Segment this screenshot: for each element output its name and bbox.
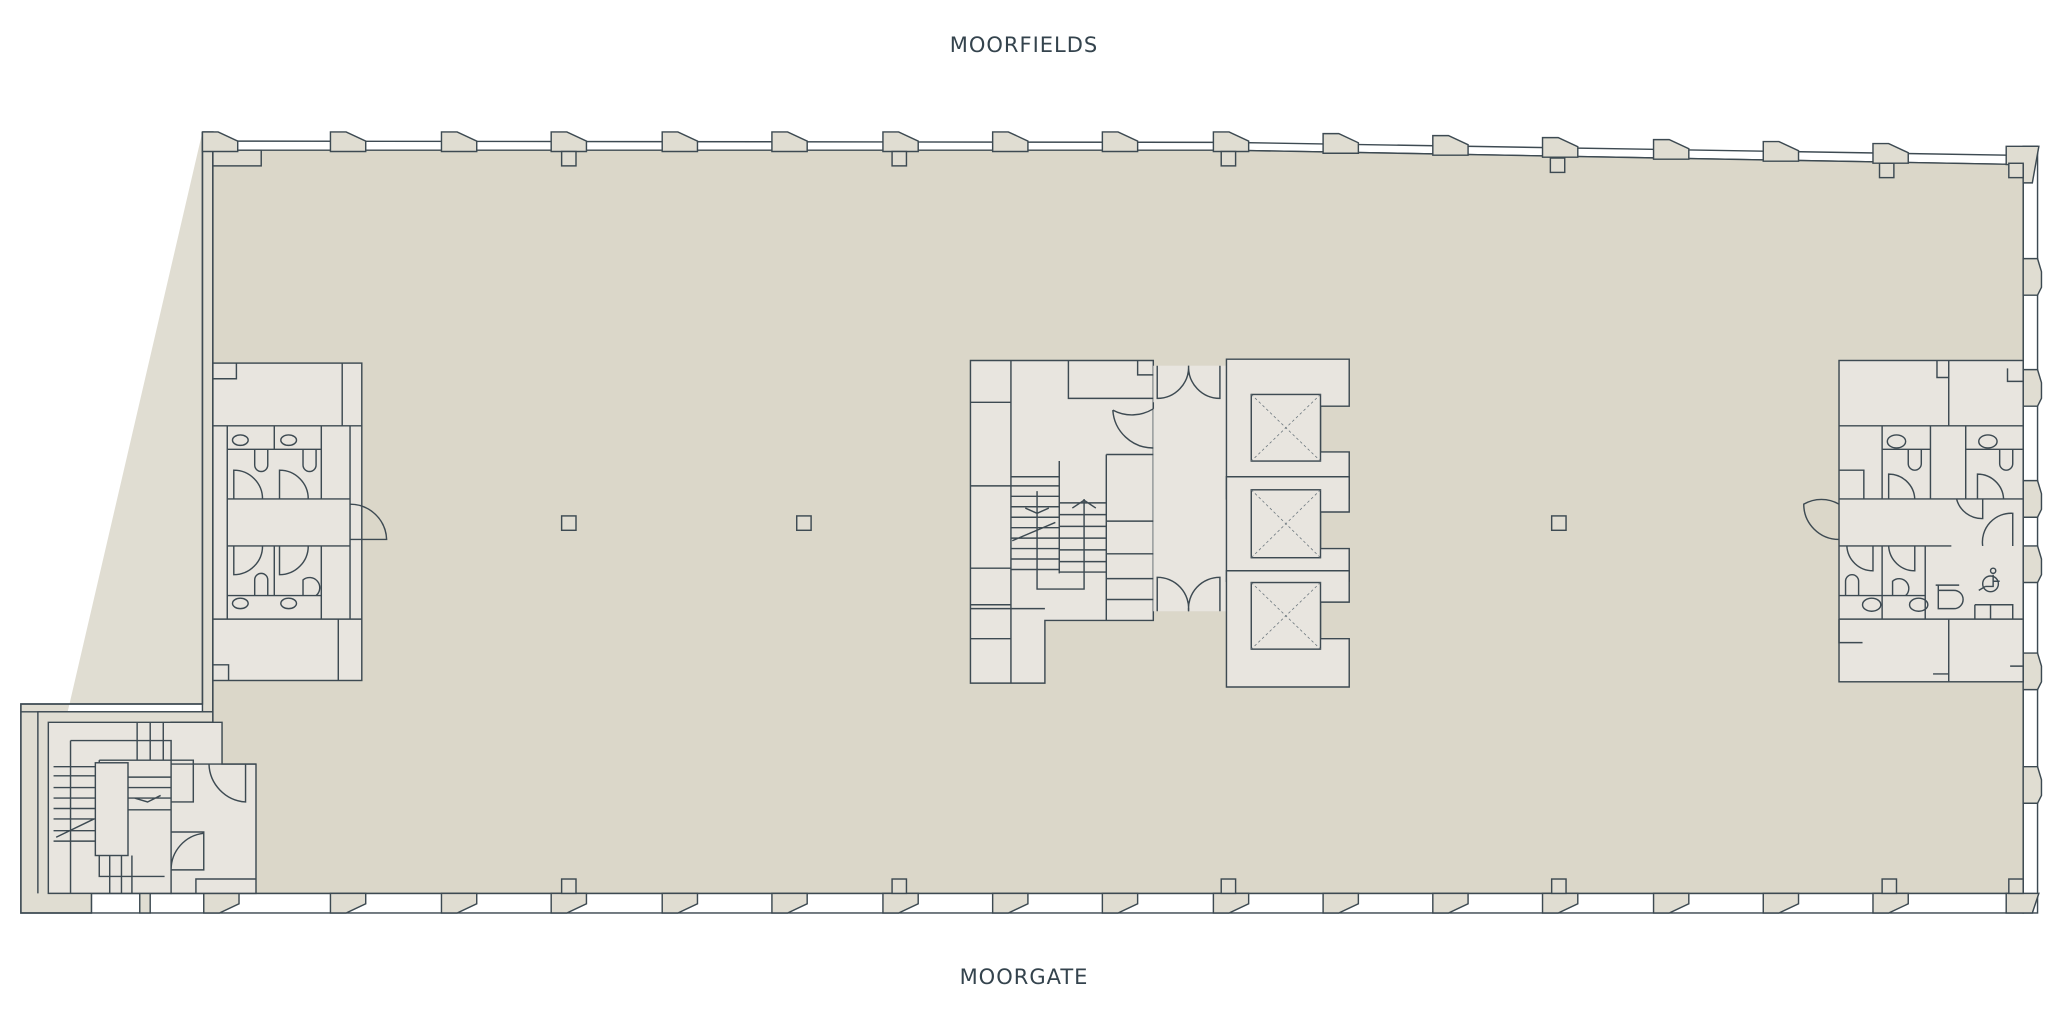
toilet-icon xyxy=(231,434,321,610)
mullion xyxy=(1652,892,1690,914)
mullion xyxy=(1872,142,1909,164)
column xyxy=(560,878,577,895)
lift-shaft-icon xyxy=(1250,393,1322,650)
mullion xyxy=(550,892,588,914)
wc-block-west xyxy=(212,362,388,682)
column xyxy=(1220,878,1237,895)
mullion xyxy=(550,131,588,153)
mullion xyxy=(440,892,478,914)
column xyxy=(560,515,577,532)
mullions-east xyxy=(2005,145,2043,804)
column xyxy=(560,150,577,167)
mullion xyxy=(1101,131,1139,153)
mullion xyxy=(2022,652,2043,691)
wheelchair-accessible-icon xyxy=(1978,567,2000,593)
street-label-south: MOORGATE xyxy=(959,965,1089,989)
mullion xyxy=(991,892,1029,914)
stair-icon xyxy=(53,765,172,894)
mullion xyxy=(329,892,367,914)
facade-south xyxy=(90,892,2024,914)
door-swing-icon xyxy=(1156,365,1221,612)
mullion xyxy=(1762,892,1800,914)
column xyxy=(891,878,908,895)
structural-columns xyxy=(560,150,2024,895)
mullion xyxy=(203,892,240,914)
mullion xyxy=(1212,892,1250,914)
wc-block-east xyxy=(1803,359,2024,683)
mullion xyxy=(1322,132,1360,154)
mullion xyxy=(139,892,151,914)
mullion xyxy=(201,131,239,153)
corner-pier xyxy=(212,149,262,167)
mullion xyxy=(329,131,367,153)
mullion xyxy=(2022,479,2043,518)
column xyxy=(1220,150,1237,167)
mullion xyxy=(2022,368,2043,407)
column xyxy=(1549,157,1566,174)
column xyxy=(891,150,908,167)
stair-icon xyxy=(1010,461,1107,590)
mullion xyxy=(1322,892,1360,914)
door-swing-icon xyxy=(1803,473,2014,572)
mullion xyxy=(1541,136,1579,158)
door-swing-icon xyxy=(350,503,388,541)
mullions-south xyxy=(139,892,2040,914)
stair-core-southwest xyxy=(47,721,257,895)
mullion xyxy=(771,892,808,914)
mullion xyxy=(1101,892,1139,914)
mullion xyxy=(2022,545,2043,584)
column xyxy=(2008,878,2024,895)
mullion xyxy=(882,892,919,914)
mullion xyxy=(1432,892,1469,914)
column xyxy=(1878,162,1895,179)
mullion xyxy=(1212,131,1250,153)
mullions-north xyxy=(201,131,1909,164)
mullion xyxy=(661,131,699,153)
column xyxy=(1550,878,1567,895)
column xyxy=(1550,515,1567,532)
mullion xyxy=(1541,892,1579,914)
toilet-icon xyxy=(1844,434,2014,620)
mullion xyxy=(2022,257,2043,296)
central-core xyxy=(969,358,1350,688)
street-label-north: MOORFIELDS xyxy=(949,33,1099,57)
mullion xyxy=(771,131,808,153)
corner-pier xyxy=(2005,892,2040,914)
mullion xyxy=(2022,765,2043,804)
column xyxy=(2008,162,2024,179)
column xyxy=(1881,878,1898,895)
mullion xyxy=(1762,140,1800,162)
mullion xyxy=(882,131,919,153)
mullion xyxy=(440,131,478,153)
column xyxy=(796,515,812,532)
mullion xyxy=(1652,138,1690,160)
mullion xyxy=(1432,134,1469,156)
mullion xyxy=(661,892,699,914)
mullion xyxy=(991,131,1029,153)
mullion xyxy=(1872,892,1909,914)
